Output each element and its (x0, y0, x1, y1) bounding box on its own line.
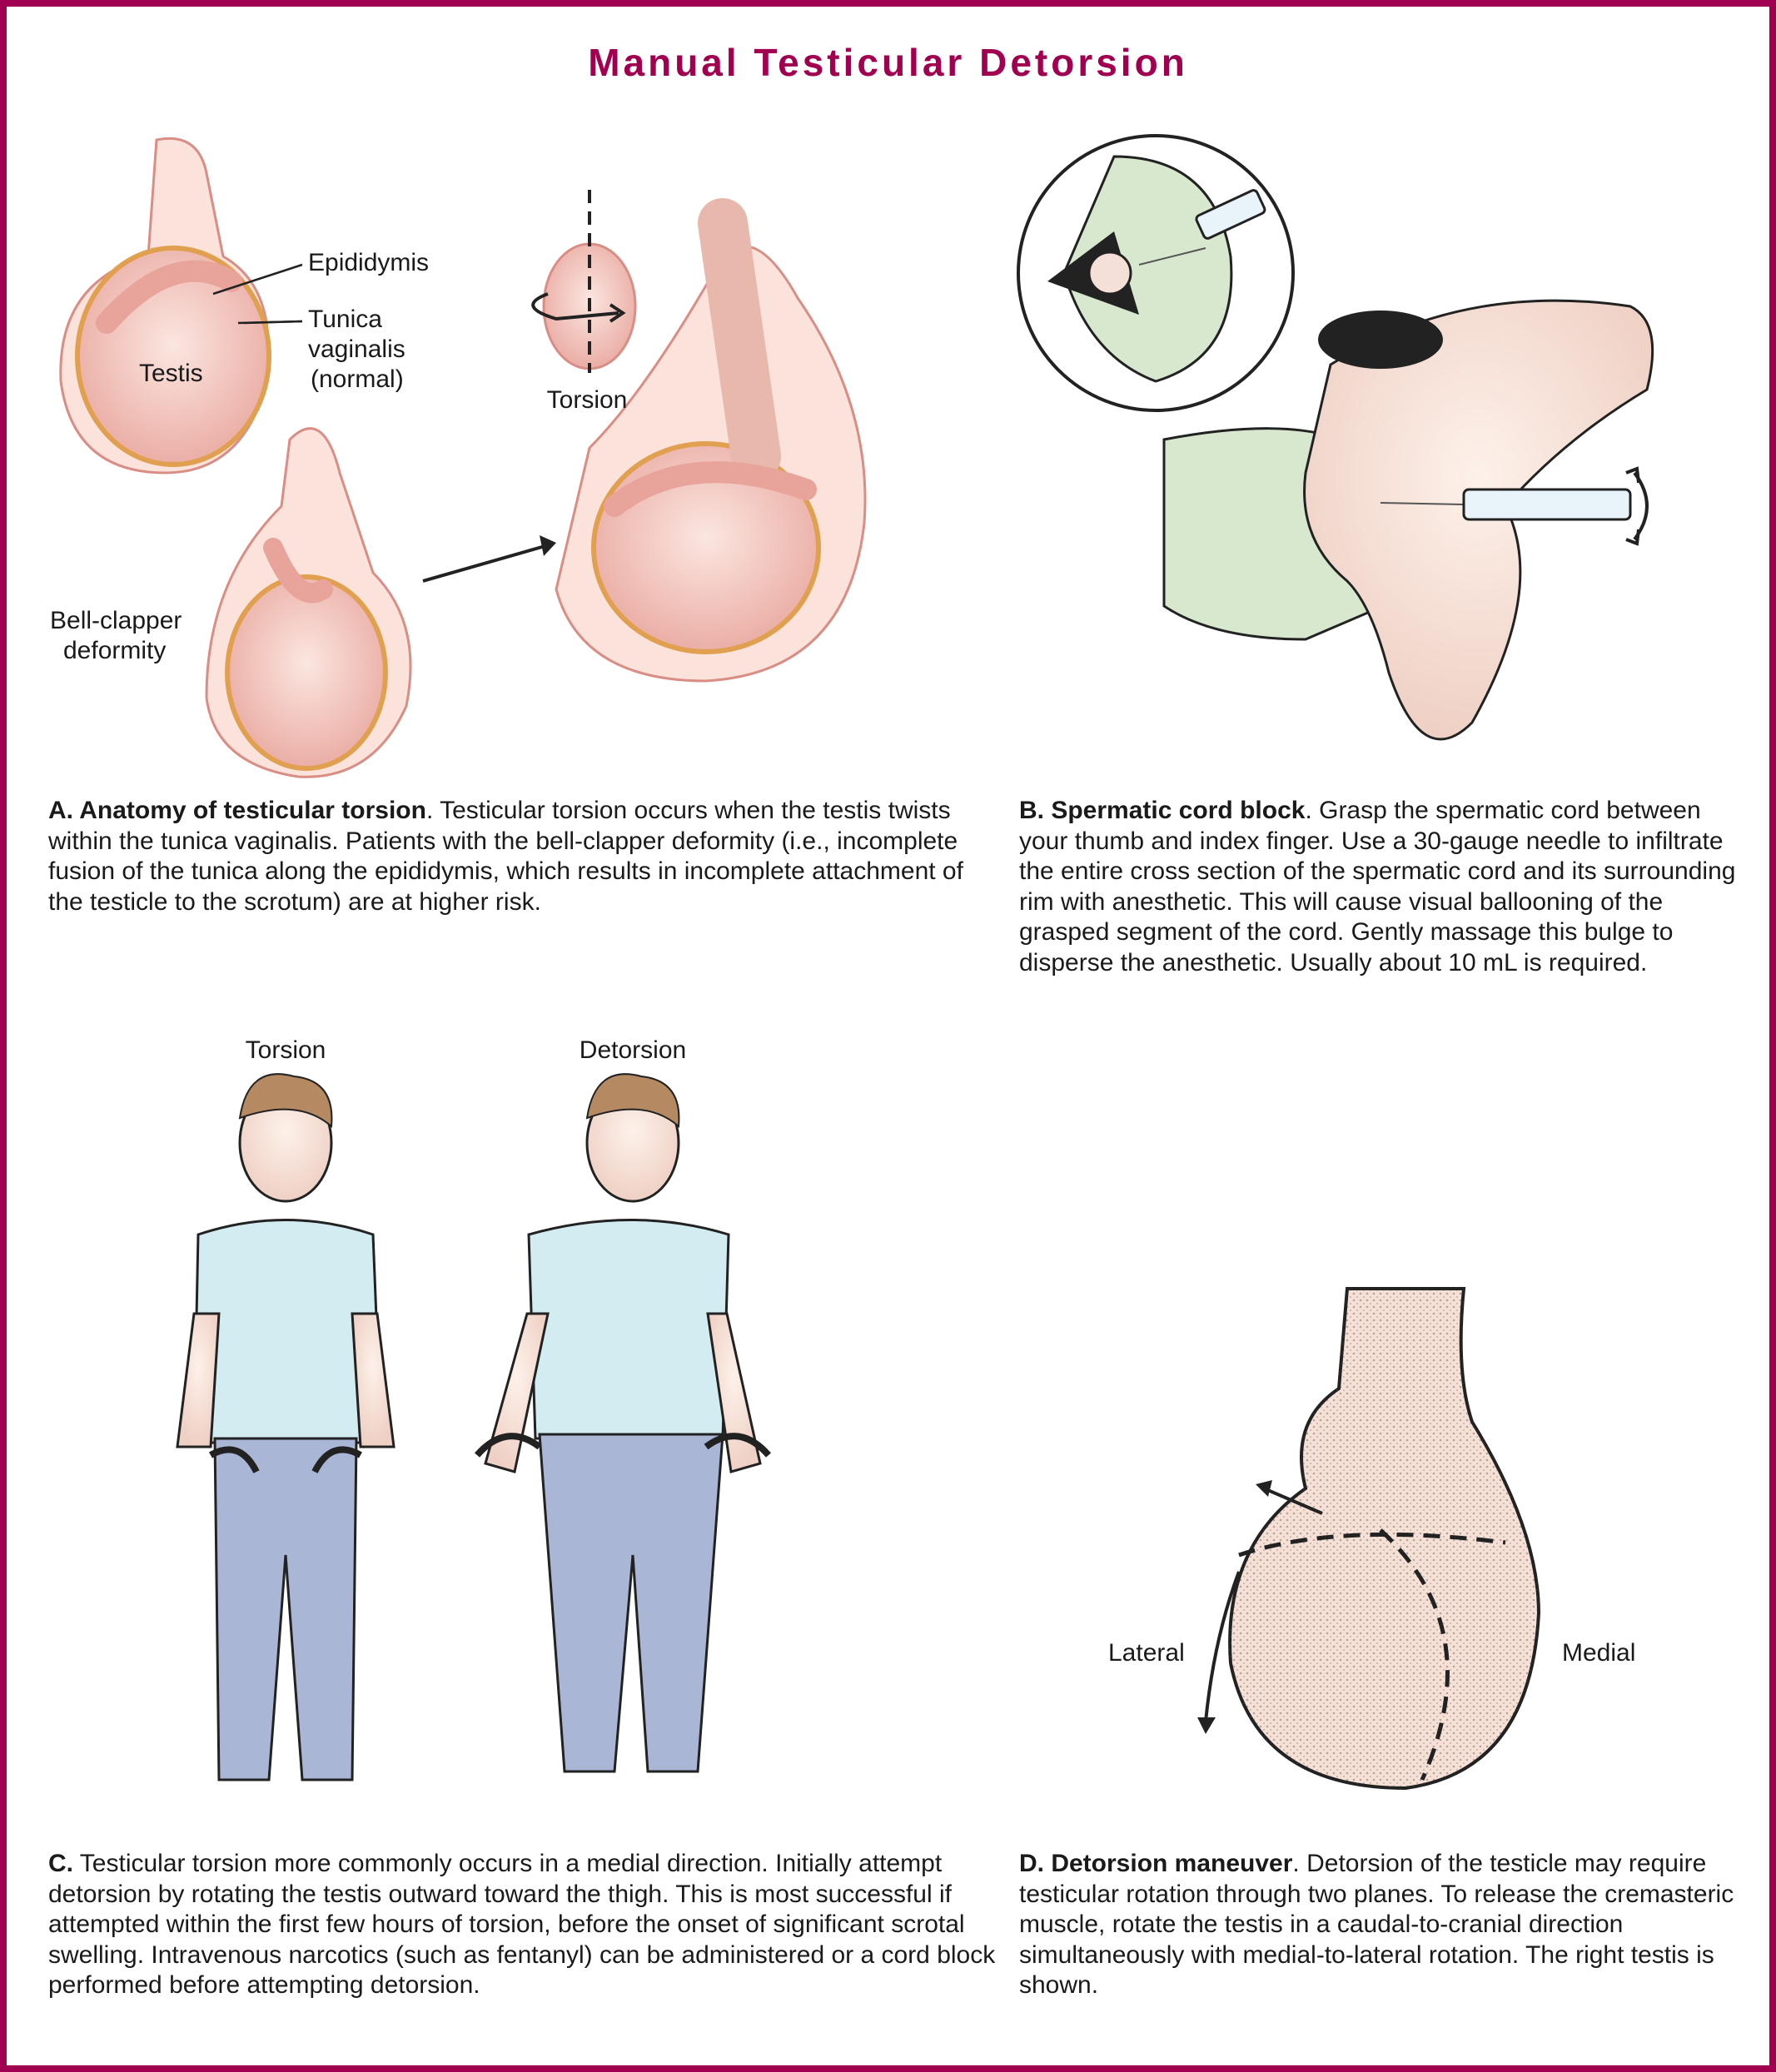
caption-a: A. Anatomy of testicular torsion. Testic… (48, 796, 989, 917)
pubic-hair (1318, 311, 1443, 369)
caption-a-body: . Testicular torsion occurs when the tes… (48, 797, 963, 916)
inset-circle (1017, 134, 1295, 412)
torsion-axis-drawing (531, 190, 637, 373)
panel-c-illustration (176, 1073, 772, 1781)
caption-d: D. Detorsion maneuver. Detorsion of the … (1019, 1849, 1735, 2001)
page-title: Manual Testicular Detorsion (588, 41, 1188, 84)
normal-testis-drawing (59, 137, 271, 475)
caption-b-lead: B. Spermatic cord block (1019, 797, 1306, 824)
label-bell-clapper-1: Bell-clapper (50, 607, 182, 634)
label-testis: Testis (139, 360, 203, 387)
caption-b: B. Spermatic cord block. Grasp the sperm… (1019, 796, 1752, 978)
caption-b-body: . Grasp the spermatic cord between your … (1019, 797, 1736, 976)
label-tunica-3: (normal) (311, 365, 404, 393)
caption-d-body: . Detorsion of the testicle may require … (1019, 1850, 1734, 1999)
panel-b-illustration (1017, 134, 1654, 741)
label-medial: Medial (1562, 1639, 1636, 1667)
label-tunica-2: vaginalis (308, 335, 405, 363)
boy-detorsion-figure (474, 1073, 772, 1773)
label-tunica-1: Tunica (308, 306, 382, 333)
bell-clapper-drawing (205, 427, 412, 778)
label-leaders (212, 263, 303, 325)
illustrations (59, 134, 1654, 1791)
panel-d-illustration (1197, 1287, 1541, 1791)
caption-c-lead: C. (48, 1850, 73, 1877)
label-torsion-a: Torsion (546, 386, 628, 414)
label-lateral: Lateral (1108, 1639, 1185, 1667)
syringe (1380, 488, 1632, 521)
label-bell-clapper-2: deformity (63, 637, 167, 664)
caption-c: C. Testicular torsion more commonly occu… (48, 1849, 997, 2001)
torsed-testis-drawing (555, 198, 867, 683)
panel-a-illustration (59, 137, 867, 778)
caption-d-lead: D. Detorsion maneuver (1019, 1850, 1293, 1877)
label-detorsion: Detorsion (579, 1036, 687, 1064)
caption-a-lead: A. Anatomy of testicular torsion (48, 797, 426, 824)
caption-c-body: Testicular torsion more commonly occurs … (48, 1850, 996, 1999)
arrow-to-torsion (422, 535, 556, 583)
label-epididymis: Epididymis (308, 249, 430, 276)
boy-torsion-figure (176, 1073, 395, 1781)
rotation-arrow-icon (1625, 466, 1649, 546)
label-torsion-c: Torsion (245, 1036, 326, 1064)
